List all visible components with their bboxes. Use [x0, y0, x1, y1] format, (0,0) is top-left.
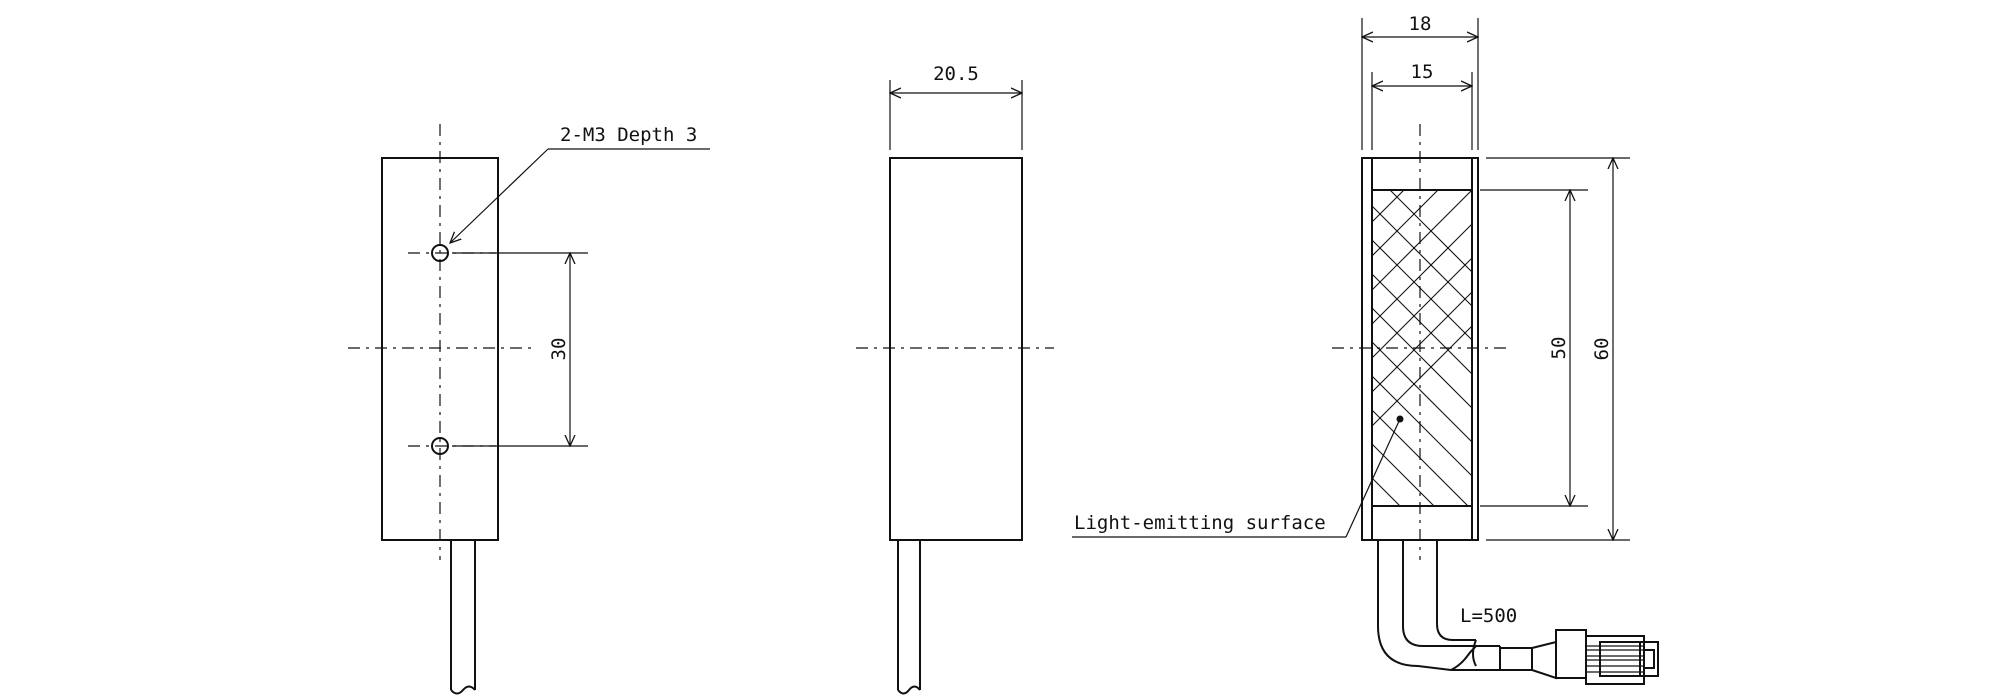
emitting-height-label: 50: [1548, 337, 1570, 360]
hatch-line: [1372, 223, 1472, 325]
hatch-line: [1372, 205, 1472, 307]
hatch-line: [850, 190, 1166, 506]
cable-length-label: L=500: [1460, 605, 1517, 627]
front-body: [381, 157, 499, 541]
hatch-line: [1016, 190, 1332, 506]
hatch-line: [1372, 190, 1405, 223]
connector: [1499, 629, 1659, 685]
hatch-line: [1372, 190, 1439, 257]
inner-width-label: 15: [1411, 61, 1434, 83]
hatch-line: [1372, 239, 1472, 341]
rear-body: [1361, 157, 1479, 541]
overall-height-dimension: 60: [1486, 158, 1630, 540]
front-view: 2-M3 Depth 3 30: [348, 124, 710, 695]
front-cable: [450, 540, 476, 695]
hatch-line: [1054, 190, 1370, 506]
hatch-line: [1372, 375, 1472, 477]
hole-spacing-label: 30: [548, 338, 570, 361]
hatch-line: [1389, 190, 1472, 273]
hatch-line: [748, 190, 1064, 506]
outer-width-label: 18: [1409, 13, 1432, 35]
hatch-line: [1372, 190, 1472, 291]
emitting-height-dimension: 50: [1480, 190, 1588, 506]
hatch-line: [1372, 443, 1435, 506]
side-body: [889, 157, 1023, 541]
hole-note: 2-M3 Depth 3: [560, 124, 697, 146]
rear-outer-width-dimension: 18: [1362, 13, 1478, 150]
side-width-dimension: 20.5: [890, 63, 1022, 150]
side-width-label: 20.5: [933, 63, 979, 85]
rear-cable: [1377, 540, 1501, 671]
surface-label: Light-emitting surface: [1074, 512, 1326, 534]
hatch-line: [578, 190, 894, 506]
side-cable: [897, 540, 921, 695]
hatch-line: [612, 190, 928, 506]
hatch-line: [1372, 409, 1469, 506]
rear-inner-width-dimension: 15: [1372, 61, 1472, 150]
hatch-line: [914, 190, 1230, 506]
hatch-line: [986, 190, 1302, 506]
surface-label-leader: [1072, 415, 1404, 538]
hatch-line: [1372, 257, 1472, 359]
hatch-line: [544, 190, 860, 506]
rear-view: 18 15 50 60 Light-emitting surface: [544, 13, 1659, 685]
hatch-line: [884, 190, 1200, 506]
hatch-line: [1020, 190, 1336, 506]
hatch-line: [1050, 190, 1366, 506]
hole-note-leader: [450, 148, 710, 243]
emitting-surface-hatch: [544, 190, 1472, 506]
overall-height-label: 60: [1591, 338, 1613, 361]
hatch-line: [1372, 307, 1472, 409]
hole-spacing-dimension: 30: [452, 253, 588, 446]
side-view: 20.5: [856, 63, 1054, 695]
